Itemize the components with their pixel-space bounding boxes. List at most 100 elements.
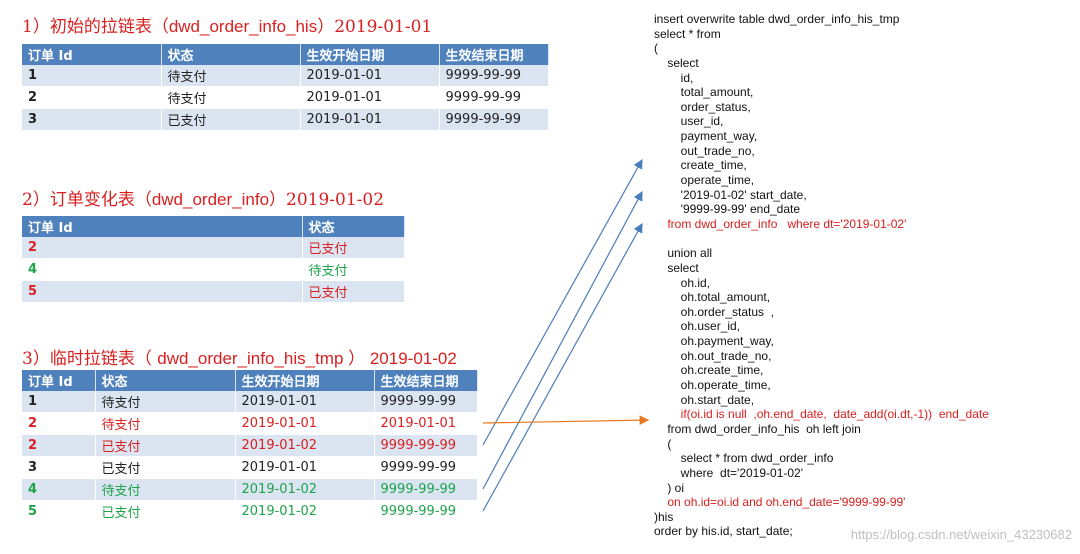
sql-line: select [654, 55, 699, 70]
status-cell: 待支付 [95, 478, 236, 501]
end-date-cell: 9999-99-99 [374, 434, 478, 457]
sql-line: select * from [654, 26, 721, 41]
start-date-cell: 2019-01-01 [235, 391, 375, 413]
end-date-cell: 2019-01-01 [374, 412, 478, 435]
end-date-cell: 9999-99-99 [439, 86, 549, 109]
start-date-cell: 2019-01-02 [235, 478, 375, 501]
end-date-cell: 9999-99-99 [374, 456, 478, 479]
sql-line: oh.payment_way, [654, 334, 774, 349]
start-date-cell: 2019-01-01 [235, 456, 375, 479]
section3-title-prefix: 3）临时拉链表（ [22, 349, 158, 369]
sql-line: oh.operate_time, [654, 378, 771, 393]
start-date-cell: 2019-01-01 [235, 412, 375, 435]
sql-line: payment_way, [654, 129, 758, 144]
sql-line: oh.order_status , [654, 304, 775, 319]
sql-line: from dwd_order_info where dt='2019-01-02… [654, 216, 907, 231]
arrow-row5-paid [482, 222, 643, 512]
sql-line: ( [654, 41, 658, 56]
end-date-cell: 9999-99-99 [374, 500, 478, 523]
col-header-start-date: 生效开始日期 [300, 44, 440, 65]
col-header-end-date: 生效结束日期 [374, 370, 478, 391]
order-id-cell: 4 [22, 478, 96, 501]
col-header-order-id: 订单 Id [22, 216, 303, 237]
sql-line: on oh.id=oi.id and oh.end_date='9999-99-… [654, 495, 906, 510]
sql-line: oh.out_trade_no, [654, 348, 772, 363]
section2-title: 2）订单变化表（dwd_order_info）2019-01-02 [22, 185, 384, 210]
sql-line: oh.start_date, [654, 392, 755, 407]
status-cell: 待支付 [161, 86, 301, 109]
end-date-cell: 9999-99-99 [439, 65, 549, 87]
col-header-status: 状态 [161, 44, 301, 65]
order-id-cell: 2 [22, 434, 96, 457]
start-date-cell: 2019-01-01 [300, 65, 440, 87]
col-header-start-date: 生效开始日期 [235, 370, 375, 391]
sql-line: user_id, [654, 114, 724, 129]
order-id-cell: 4 [22, 258, 303, 281]
sql-line: order by his.id, start_date; [654, 524, 793, 539]
sql-line: ( [654, 436, 672, 451]
order-id-cell: 3 [22, 108, 162, 131]
sql-line: out_trade_no, [654, 143, 755, 158]
sql-line: )his [654, 509, 674, 524]
status-cell: 已支付 [302, 280, 405, 303]
status-cell: 待支付 [95, 412, 236, 435]
status-cell: 已支付 [302, 237, 405, 259]
order-id-cell: 2 [22, 86, 162, 109]
status-cell: 待支付 [161, 65, 301, 87]
sql-line: oh.create_time, [654, 363, 764, 378]
section1-title-suffix: ）2019-01-01 [317, 17, 433, 37]
status-cell: 已支付 [95, 500, 236, 523]
order-id-cell: 1 [22, 391, 96, 413]
sql-line: oh.id, [654, 275, 711, 290]
section1-title-table: dwd_order_info_his [168, 17, 318, 36]
order-id-cell: 1 [22, 65, 162, 87]
section2-title-table: dwd_order_info [151, 190, 270, 209]
section3-title: 3）临时拉链表（ dwd_order_info_his_tmp ） 2019-0… [22, 344, 457, 369]
col-header-order-id: 订单 Id [22, 44, 162, 65]
watermark: https://blog.csdn.net/weixin_43230682 [850, 527, 1072, 542]
arrow-row4-unpaid [482, 190, 643, 490]
col-header-status: 状态 [95, 370, 236, 391]
order-id-cell: 2 [22, 412, 96, 435]
arrow-row2-expired [482, 415, 650, 425]
end-date-cell: 9999-99-99 [374, 391, 478, 413]
sql-line: total_amount, [654, 85, 754, 100]
status-cell: 已支付 [95, 456, 236, 479]
sql-line: insert overwrite table dwd_order_info_hi… [654, 12, 900, 26]
sql-line: select * from dwd_order_info [654, 451, 834, 466]
order-id-cell: 3 [22, 456, 96, 479]
order-id-cell: 5 [22, 500, 96, 523]
section3-title-table: dwd_order_info_his_tmp [157, 349, 344, 368]
order-id-cell: 2 [22, 237, 303, 259]
status-cell: 待支付 [95, 391, 236, 413]
sql-line: '2019-01-02' start_date, [654, 187, 807, 202]
start-date-cell: 2019-01-01 [300, 108, 440, 131]
status-cell: 已支付 [161, 108, 301, 131]
sql-line: from dwd_order_info_his oh left join [654, 421, 861, 436]
section1-title: 1）初始的拉链表（dwd_order_info_his）2019-01-01 [22, 12, 432, 37]
start-date-cell: 2019-01-01 [300, 86, 440, 109]
end-date-cell: 9999-99-99 [374, 478, 478, 501]
status-cell: 已支付 [95, 434, 236, 457]
sql-line: where dt='2019-01-02' [654, 465, 804, 480]
section1-title-prefix: 1）初始的拉链表（ [22, 17, 169, 37]
order-id-cell: 5 [22, 280, 303, 303]
sql-code-block: insert overwrite table dwd_order_info_hi… [654, 12, 989, 539]
sql-line [654, 232, 989, 247]
sql-line: if(oi.id is null ,oh.end_date, date_add(… [654, 407, 989, 422]
sql-line: create_time, [654, 158, 747, 173]
sql-line: oh.total_amount, [654, 290, 771, 305]
